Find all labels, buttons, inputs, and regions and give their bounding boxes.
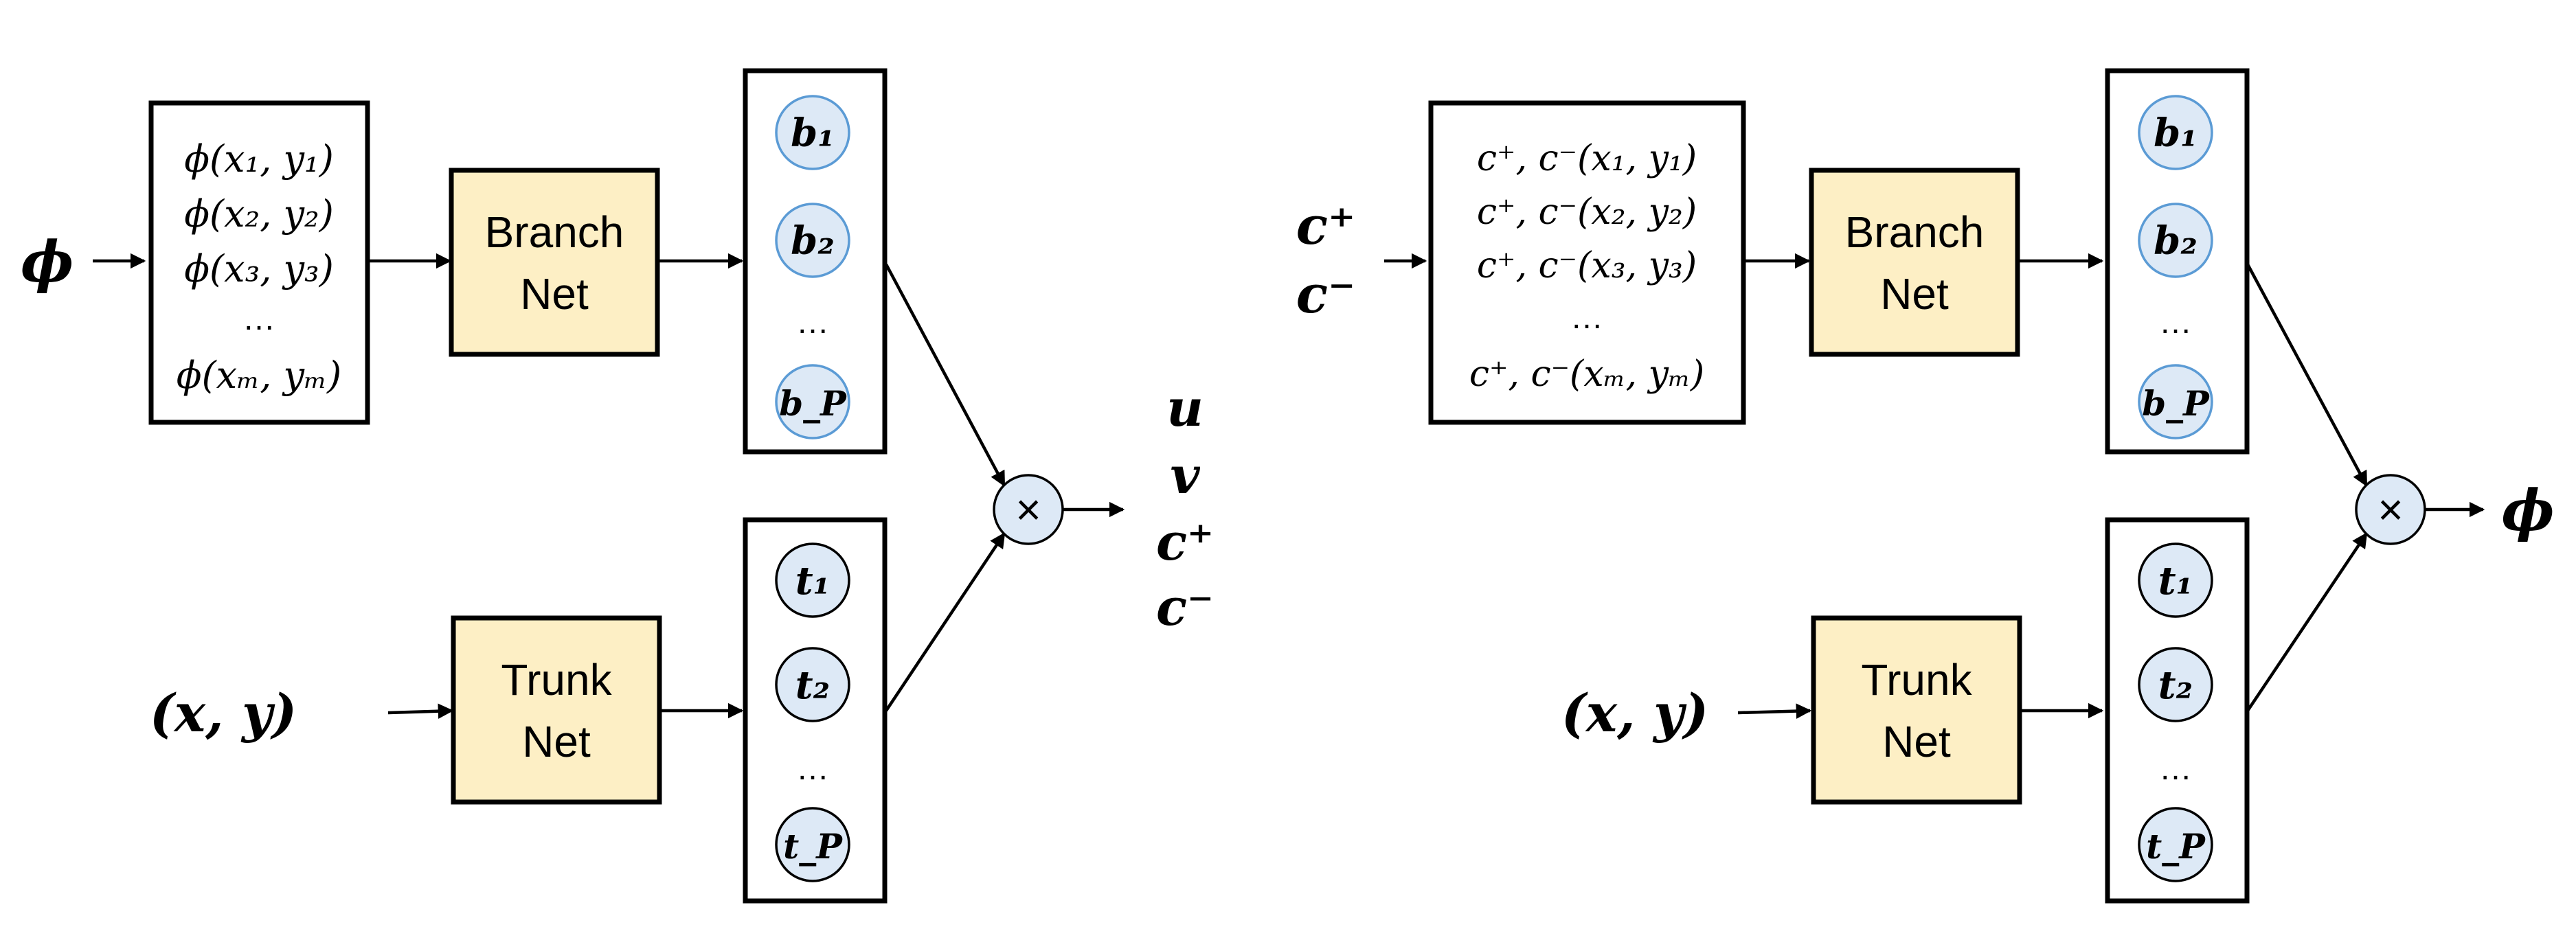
right-arrow-branch-to-product — [2246, 263, 2368, 487]
right-branch-node-1-label: b₁ — [2154, 111, 2197, 156]
left-branch-node-p — [775, 364, 850, 439]
right-sensor-row-3: c⁺, c⁻(x₃, y₃) — [1477, 245, 1697, 286]
right-sensor-row-1: c⁺, c⁻(x₁, y₁) — [1477, 138, 1697, 179]
right-trunk-net-label-1: Trunk — [1861, 655, 1972, 705]
right-coord-input: (x, y) — [1561, 683, 1708, 744]
right-arrow-coords-to-trunk — [1737, 703, 1812, 719]
left-input-phi: ϕ — [21, 229, 74, 295]
left-trunk-node-2 — [775, 647, 850, 722]
left-branch-net-label-1: Branch — [485, 207, 624, 257]
right-branch-node-2 — [2138, 203, 2213, 278]
left-trunk-net-label-2: Net — [522, 717, 591, 766]
left-trunk-node-p-label: t_P — [783, 826, 843, 867]
right-trunk-node-1-label: t₁ — [2158, 558, 2193, 604]
right-branch-node-p-label: b_P — [2142, 383, 2210, 424]
right-branch-node-dots: … — [2159, 304, 2192, 341]
right-sensor-row-2: c⁺, c⁻(x₂, y₂) — [1477, 192, 1697, 233]
left-diagram: ϕ ϕ(x₁, y₁) ϕ(x₂, y₂) ϕ(x₃, y₃) … ϕ(xₘ, … — [21, 68, 1214, 904]
left-branch-net-label-2: Net — [520, 269, 589, 319]
right-input-c-plus: c⁺ — [1296, 195, 1355, 256]
right-output-phi: ϕ — [2501, 478, 2554, 544]
right-trunk-node-dots: … — [2159, 751, 2192, 787]
left-coord-input: (x, y) — [150, 683, 297, 744]
right-sensor-box — [1428, 100, 1746, 425]
left-branch-node-2 — [775, 203, 850, 278]
right-trunk-net-label-2: Net — [1882, 717, 1951, 766]
right-trunk-node-2 — [2138, 647, 2213, 722]
right-input-c-minus: c⁻ — [1296, 264, 1355, 325]
right-branch-node-2-label: b₂ — [2154, 218, 2197, 264]
left-trunk-node-1 — [775, 542, 850, 618]
right-sensor-row-m: c⁺, c⁻(xₘ, yₘ) — [1469, 354, 1704, 395]
left-arrow-coords-to-trunk — [387, 703, 454, 719]
right-trunk-net-box — [1811, 615, 2022, 805]
left-trunk-net-label-1: Trunk — [501, 655, 612, 705]
right-branch-node-p — [2138, 364, 2213, 439]
left-trunk-node-1-label: t₁ — [795, 558, 830, 604]
left-output-u: u — [1166, 379, 1204, 438]
right-product-symbol: × — [2377, 485, 2403, 534]
left-trunk-node-2-label: t₂ — [795, 663, 830, 708]
right-branch-node-1 — [2138, 95, 2213, 170]
right-trunk-node-2-label: t₂ — [2158, 663, 2193, 708]
right-trunk-node-p — [2138, 807, 2213, 882]
left-trunk-node-dots: … — [796, 751, 829, 787]
left-branch-node-2-label: b₂ — [791, 218, 835, 264]
left-branch-node-dots: … — [796, 304, 829, 341]
left-sensor-row-3: ϕ(x₃, y₃) — [184, 247, 334, 290]
left-branch-node-1-label: b₁ — [791, 111, 835, 156]
left-branch-node-p-label: b_P — [779, 383, 847, 424]
right-trunk-node-p-label: t_P — [2146, 826, 2206, 867]
left-sensor-row-2: ϕ(x₂, y₂) — [184, 192, 334, 236]
left-branch-node-1 — [775, 95, 850, 170]
right-diagram: c⁺ c⁻ c⁺, c⁻(x₁, y₁) c⁺, c⁻(x₂, y₂) c⁺, … — [1296, 68, 2555, 904]
left-trunk-net-box — [451, 615, 662, 805]
left-output-c-plus: c⁺ — [1156, 513, 1214, 572]
right-branch-net-label-2: Net — [1880, 269, 1949, 319]
left-product-symbol: × — [1015, 485, 1041, 534]
right-sensor-row-dots: … — [1570, 299, 1603, 336]
right-branch-net-box — [1809, 168, 2020, 357]
left-arrow-trunk-to-product — [885, 532, 1006, 712]
left-output-v: v — [1171, 446, 1201, 505]
left-sensor-row-m: ϕ(xₘ, yₘ) — [177, 354, 341, 397]
right-branch-net-label-1: Branch — [1845, 207, 1985, 257]
left-branch-net-box — [449, 168, 660, 357]
left-arrow-branch-to-product — [885, 263, 1006, 487]
left-sensor-row-dots: … — [242, 301, 275, 337]
right-trunk-node-1 — [2138, 542, 2213, 618]
left-sensor-row-1: ϕ(x₁, y₁) — [184, 137, 334, 181]
left-output-c-minus: c⁻ — [1156, 578, 1214, 637]
left-trunk-node-p — [775, 807, 850, 882]
left-sensor-box — [148, 100, 370, 425]
right-arrow-trunk-to-product — [2246, 532, 2368, 712]
